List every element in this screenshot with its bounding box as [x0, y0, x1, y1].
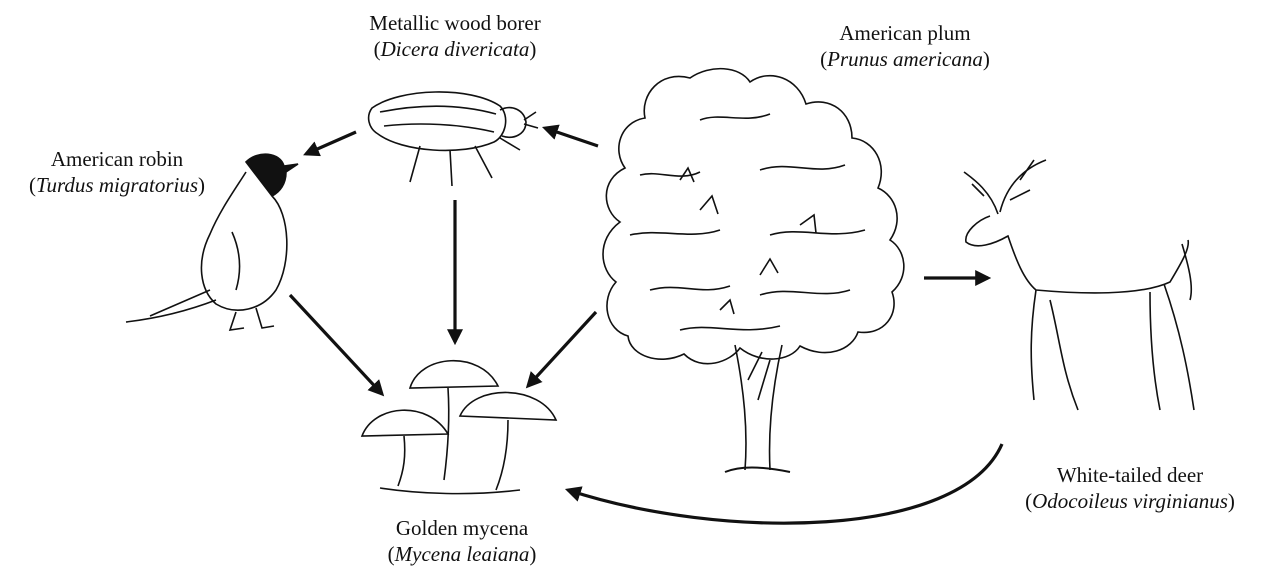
label-deer: White-tailed deer (Odocoileus virginianu… [1000, 462, 1260, 514]
arrow-plum-to-borer [545, 128, 598, 146]
arrow-plum-to-mycena [528, 312, 596, 386]
wood-borer-common-name: Metallic wood borer [369, 11, 540, 35]
deer-common-name: White-tailed deer [1057, 463, 1203, 487]
label-wood-borer: Metallic wood borer (Dicera divericata) [345, 10, 565, 62]
label-mycena: Golden mycena (Mycena leaiana) [362, 515, 562, 567]
label-plum: American plum (Prunus americana) [800, 20, 1010, 72]
wood-borer-scientific-name: Dicera divericata [381, 37, 530, 61]
plum-tree-illustration [603, 69, 904, 472]
robin-common-name: American robin [51, 147, 183, 171]
mycena-scientific-name: Mycena leaiana [395, 542, 530, 566]
plum-common-name: American plum [839, 21, 970, 45]
label-robin: American robin (Turdus migratorius) [2, 146, 232, 198]
wood-borer-illustration [369, 92, 538, 186]
mycena-illustration [362, 361, 556, 494]
deer-illustration [964, 160, 1194, 410]
energy-flow-arrows [290, 128, 1002, 523]
arrow-borer-to-robin [306, 132, 356, 154]
deer-scientific-name: Odocoileus virginianus [1032, 489, 1228, 513]
arrow-deer-to-mycena [568, 444, 1002, 523]
arrow-robin-to-mycena [290, 295, 382, 394]
robin-scientific-name: Turdus migratorius [36, 173, 198, 197]
mycena-common-name: Golden mycena [396, 516, 528, 540]
plum-scientific-name: Prunus americana [827, 47, 983, 71]
